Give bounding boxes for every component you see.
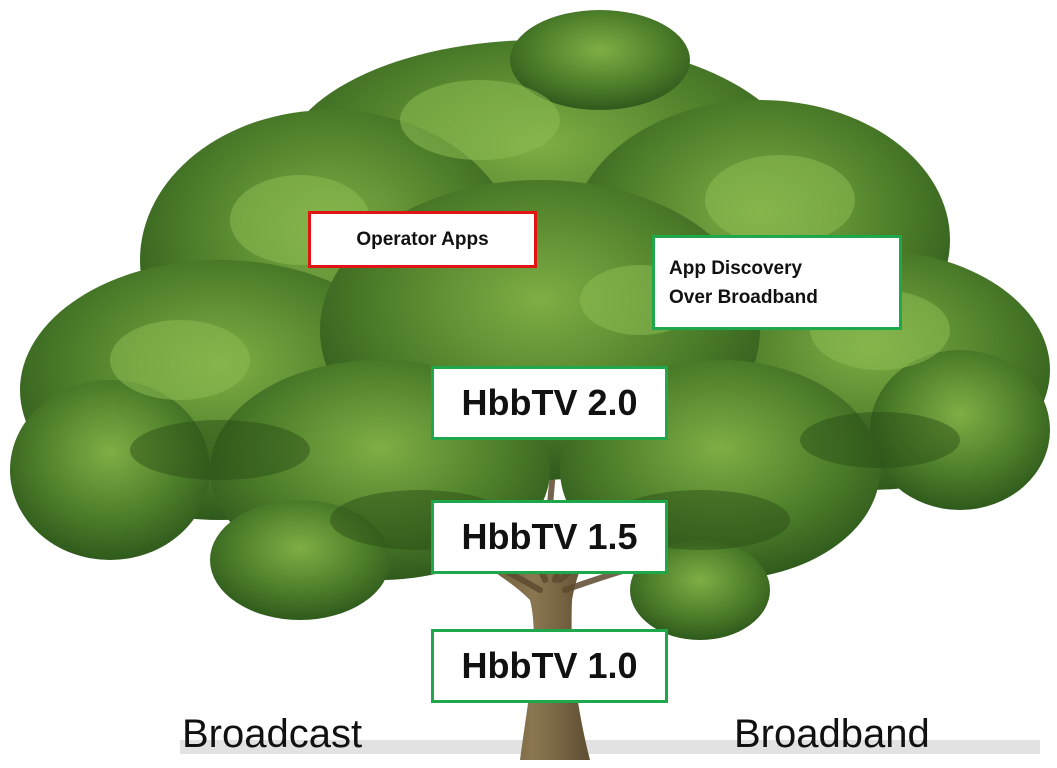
operator-apps-label: Operator Apps	[356, 229, 489, 250]
broadcast-label: Broadcast	[182, 712, 363, 756]
hbbtv-10-label: HbbTV 1.0	[461, 645, 638, 686]
hbbtv-15-box: HbbTV 1.5	[431, 500, 668, 574]
app-discovery-line1: App Discovery	[669, 257, 803, 279]
app-discovery-box: App Discovery Over Broadband	[652, 235, 902, 330]
hbbtv-15-label: HbbTV 1.5	[461, 516, 638, 557]
hbbtv-20-box: HbbTV 2.0	[431, 366, 668, 440]
hbbtv-10-box: HbbTV 1.0	[431, 629, 668, 703]
hbbtv-20-label: HbbTV 2.0	[461, 382, 638, 423]
operator-apps-box: Operator Apps	[308, 211, 537, 268]
ground-shadow	[180, 740, 1040, 754]
app-discovery-line2: Over Broadband	[669, 286, 818, 308]
broadband-label: Broadband	[734, 712, 930, 756]
